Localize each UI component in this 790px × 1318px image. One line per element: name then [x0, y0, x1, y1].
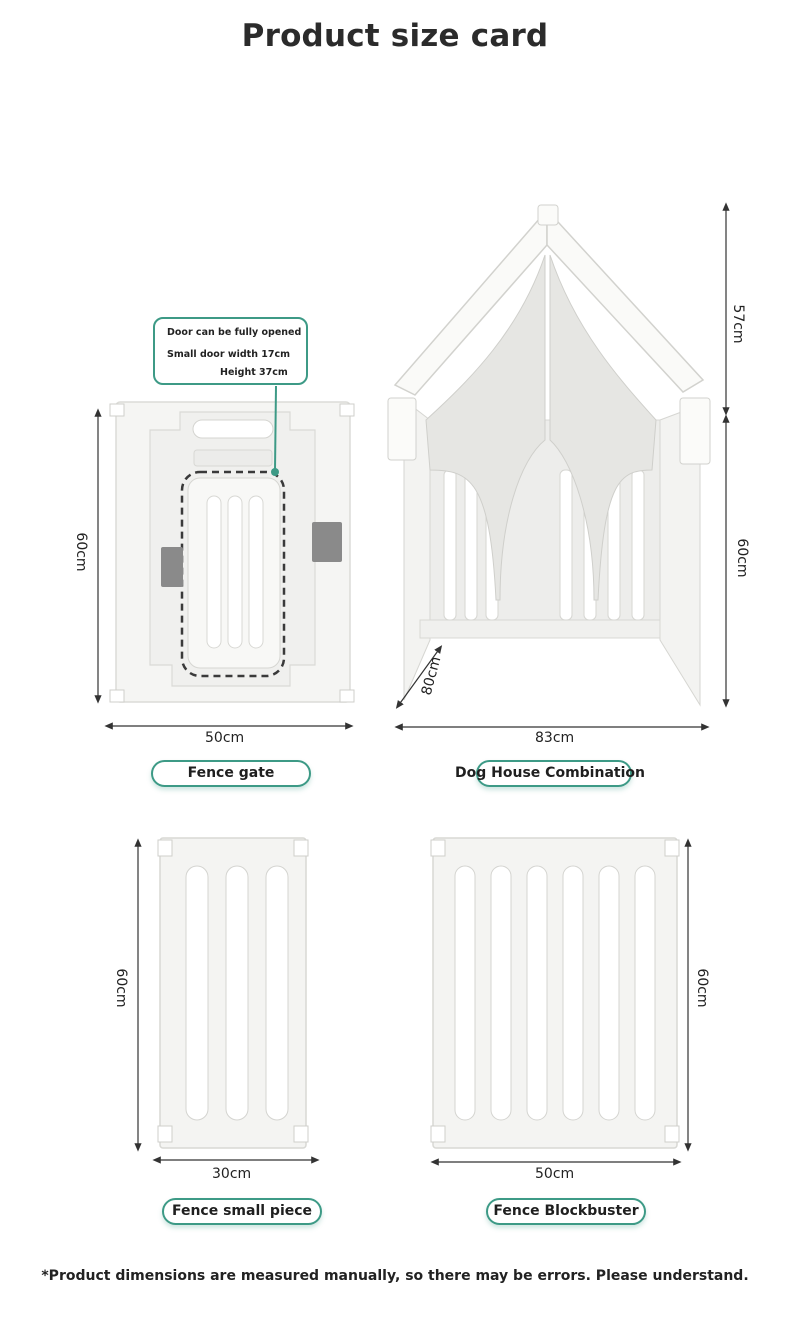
dog-house-width-label: 83cm: [535, 730, 575, 746]
disclaimer-note: *Product dimensions are measured manuall…: [41, 1268, 749, 1284]
fence-small-piece-illustration: [157, 837, 309, 1149]
fence-blockbuster-illustration: [430, 837, 680, 1149]
page-title: Product size card: [241, 18, 549, 54]
small-piece-height-label: 60cm: [113, 968, 129, 1008]
fence-gate-label: Fence gate: [151, 760, 311, 787]
callout-line-1: Door can be fully opened: [167, 327, 302, 338]
dog-house-height-label: 60cm: [734, 538, 750, 578]
dog-house-pill: [476, 760, 632, 787]
fence-gate-illustration: [109, 385, 355, 703]
fence-gate-width-label: 50cm: [205, 730, 245, 746]
fence-gate-height-label: 60cm: [73, 532, 89, 572]
blockbuster-height-label: 60cm: [694, 968, 710, 1008]
dog-house-label: Dog House Combination: [455, 765, 645, 781]
door-callout: Door can be fully opened Small door widt…: [153, 317, 308, 385]
callout-line-2: Small door width 17cm: [167, 349, 291, 360]
dog-house-roof-height-label: 57cm: [730, 304, 746, 344]
callout-line-3: Height 37cm: [220, 367, 288, 378]
dimension-lines: [94, 202, 730, 1166]
blockbuster-width-label: 50cm: [535, 1166, 575, 1182]
dog-house-illustration: [387, 204, 711, 707]
small-piece-label: Fence small piece: [162, 1198, 322, 1225]
blockbuster-label: Fence Blockbuster: [486, 1198, 646, 1225]
small-piece-width-label: 30cm: [212, 1166, 252, 1182]
